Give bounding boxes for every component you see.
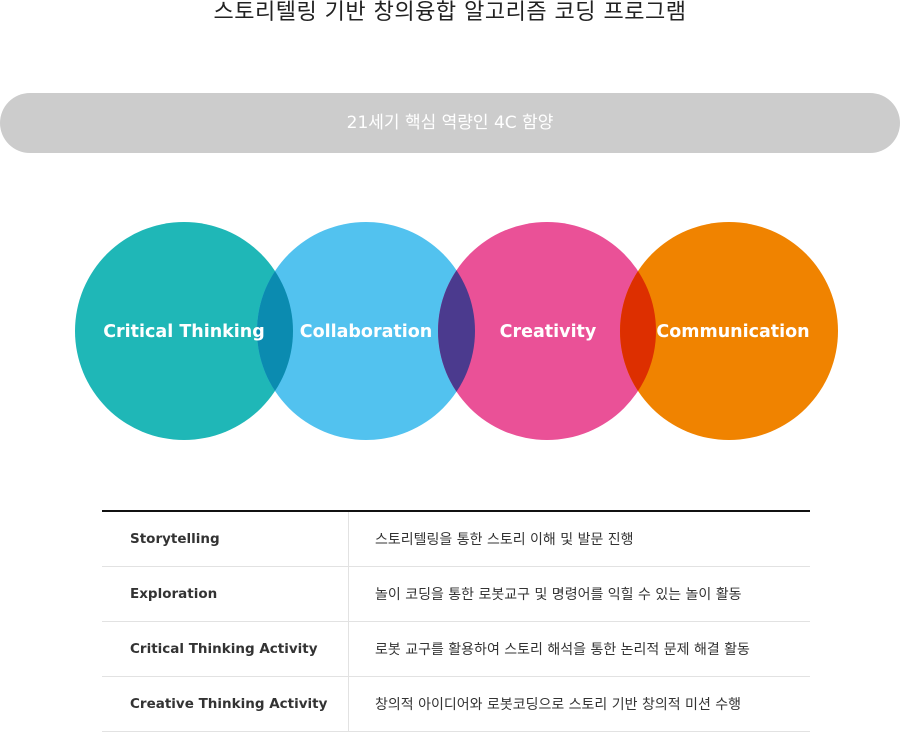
- term-cell: Creative Thinking Activity: [102, 676, 349, 732]
- page-title: 스토리텔링 기반 창의융합 알고리즘 코딩 프로그램: [213, 0, 687, 25]
- table-row: Creative Thinking Activity 창의적 아이디어와 로봇코…: [102, 676, 810, 732]
- term-cell: Critical Thinking Activity: [102, 621, 349, 677]
- venn-diagram: Critical Thinking Collaboration Creativi…: [75, 222, 838, 440]
- label-collaboration: Collaboration: [300, 322, 433, 342]
- description-cell: 놀이 코딩을 통한 로봇교구 및 명령어를 익힐 수 있는 놀이 활동: [348, 566, 810, 622]
- label-creativity: Creativity: [500, 322, 597, 342]
- label-communication: Communication: [656, 322, 809, 342]
- term-cell: Exploration: [102, 566, 349, 622]
- description-cell: 창의적 아이디어와 로봇코딩으로 스토리 기반 창의적 미션 수행: [348, 676, 810, 732]
- banner: 21세기 핵심 역량인 4C 함양: [0, 93, 900, 153]
- program-table: Storytelling 스토리텔링을 통한 스토리 이해 및 발문 진행 Ex…: [102, 510, 810, 732]
- circle-communication: [620, 222, 838, 440]
- table-row: Exploration 놀이 코딩을 통한 로봇교구 및 명령어를 익힐 수 있…: [102, 566, 810, 622]
- table-row: Storytelling 스토리텔링을 통한 스토리 이해 및 발문 진행: [102, 511, 810, 567]
- circle-critical-thinking: [75, 222, 293, 440]
- circle-collaboration: [257, 222, 475, 440]
- label-critical-thinking: Critical Thinking: [103, 322, 265, 342]
- term-cell: Storytelling: [102, 511, 349, 567]
- description-cell: 로봇 교구를 활용하여 스토리 해석을 통한 논리적 문제 해결 활동: [348, 621, 810, 677]
- description-cell: 스토리텔링을 통한 스토리 이해 및 발문 진행: [348, 511, 810, 567]
- circle-creativity: [438, 222, 656, 440]
- table-row: Critical Thinking Activity 로봇 교구를 활용하여 스…: [102, 621, 810, 677]
